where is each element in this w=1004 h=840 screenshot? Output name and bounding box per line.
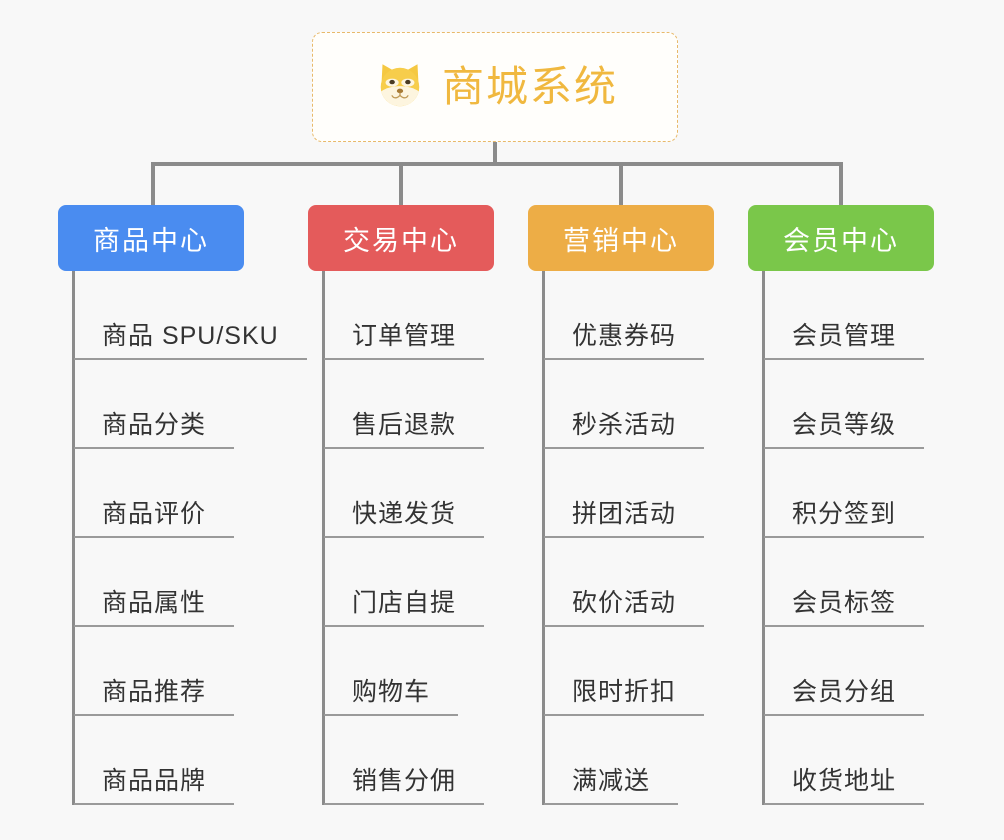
leaf-list-4: 会员管理 会员等级 积分签到 会员标签 会员分组 收货地址	[748, 271, 968, 805]
leaf-item[interactable]: 门店自提	[308, 538, 528, 627]
category-trunk-line-4	[762, 271, 765, 805]
leaf-item[interactable]: 商品推荐	[58, 627, 298, 716]
leaf-label: 满减送	[572, 766, 651, 795]
leaf-label: 会员等级	[792, 410, 897, 439]
category-column-会员中心: 会员中心 会员管理 会员等级 积分签到 会员标签 会员分组 收货地址	[748, 205, 968, 805]
leaf-label: 会员管理	[792, 321, 897, 350]
category-header-2[interactable]: 交易中心	[308, 205, 494, 271]
leaf-item[interactable]: 拼团活动	[528, 449, 748, 538]
category-trunk-line-3	[542, 271, 545, 805]
leaf-label: 商品推荐	[102, 677, 207, 706]
leaf-label: 积分签到	[792, 499, 897, 528]
leaf-label: 收货地址	[792, 766, 897, 795]
leaf-item[interactable]: 优惠券码	[528, 271, 748, 360]
leaf-label: 限时折扣	[572, 677, 677, 706]
leaf-label: 订单管理	[352, 321, 457, 350]
leaf-item[interactable]: 购物车	[308, 627, 528, 716]
category-header-4[interactable]: 会员中心	[748, 205, 934, 271]
leaf-item[interactable]: 商品品牌	[58, 716, 298, 805]
leaf-item[interactable]: 销售分佣	[308, 716, 528, 805]
category-label: 交易中心	[343, 225, 459, 256]
category-label: 营销中心	[563, 225, 679, 256]
leaf-item[interactable]: 商品评价	[58, 449, 298, 538]
leaf-item[interactable]: 砍价活动	[528, 538, 748, 627]
root-title: 商城系统	[441, 63, 618, 110]
category-trunk-line-2	[322, 271, 325, 805]
category-label: 商品中心	[93, 225, 209, 256]
leaf-item[interactable]: 会员等级	[748, 360, 968, 449]
leaf-item[interactable]: 限时折扣	[528, 627, 748, 716]
leaf-item[interactable]: 收货地址	[748, 716, 968, 805]
leaf-item[interactable]: 满减送	[528, 716, 748, 805]
leaf-item[interactable]: 积分签到	[748, 449, 968, 538]
leaf-item[interactable]: 订单管理	[308, 271, 528, 360]
connector-drop-3	[619, 162, 623, 207]
connector-drop-2	[399, 162, 403, 207]
leaf-list-1: 商品 SPU/SKU 商品分类 商品评价 商品属性 商品推荐 商品品牌	[58, 271, 307, 805]
category-header-1[interactable]: 商品中心	[58, 205, 244, 271]
leaf-label: 商品品牌	[102, 766, 207, 795]
leaf-label: 会员分组	[792, 677, 897, 706]
shiba-dog-face-icon	[372, 59, 428, 115]
leaf-label: 门店自提	[352, 588, 457, 617]
category-trunk-line-1	[72, 271, 75, 805]
leaf-list-3: 优惠券码 秒杀活动 拼团活动 砍价活动 限时折扣 满减送	[528, 271, 748, 805]
leaf-label: 砍价活动	[572, 588, 677, 617]
leaf-item[interactable]: 会员分组	[748, 627, 968, 716]
leaf-item[interactable]: 商品 SPU/SKU	[58, 271, 307, 360]
leaf-label: 商品 SPU/SKU	[102, 321, 279, 350]
leaf-label: 商品分类	[102, 410, 207, 439]
leaf-item[interactable]: 商品属性	[58, 538, 298, 627]
connector-horizontal-bar	[151, 162, 841, 166]
connector-root-stem	[493, 142, 497, 165]
category-label: 会员中心	[783, 225, 899, 256]
leaf-label: 优惠券码	[572, 321, 677, 350]
leaf-label: 销售分佣	[352, 766, 457, 795]
leaf-list-2: 订单管理 售后退款 快递发货 门店自提 购物车 销售分佣	[308, 271, 528, 805]
category-header-3[interactable]: 营销中心	[528, 205, 714, 271]
leaf-item[interactable]: 快递发货	[308, 449, 528, 538]
leaf-item[interactable]: 商品分类	[58, 360, 298, 449]
leaf-item[interactable]: 秒杀活动	[528, 360, 748, 449]
leaf-label: 商品属性	[102, 588, 207, 617]
leaf-label: 购物车	[352, 677, 431, 706]
leaf-label: 快递发货	[352, 499, 457, 528]
leaf-label: 会员标签	[792, 588, 897, 617]
connector-drop-4	[839, 162, 843, 207]
category-column-交易中心: 交易中心 订单管理 售后退款 快递发货 门店自提 购物车 销售分佣	[308, 205, 528, 805]
leaf-label: 商品评价	[102, 499, 207, 528]
leaf-label: 秒杀活动	[572, 410, 677, 439]
leaf-label: 售后退款	[352, 410, 457, 439]
root-node[interactable]: 商城系统	[312, 32, 678, 142]
leaf-label: 拼团活动	[572, 499, 677, 528]
category-column-商品中心: 商品中心 商品 SPU/SKU 商品分类 商品评价 商品属性 商品推荐 商品品牌	[58, 205, 307, 805]
leaf-item[interactable]: 售后退款	[308, 360, 528, 449]
connector-drop-1	[151, 162, 155, 207]
leaf-item[interactable]: 会员标签	[748, 538, 968, 627]
leaf-item[interactable]: 会员管理	[748, 271, 968, 360]
category-column-营销中心: 营销中心 优惠券码 秒杀活动 拼团活动 砍价活动 限时折扣 满减送	[528, 205, 748, 805]
